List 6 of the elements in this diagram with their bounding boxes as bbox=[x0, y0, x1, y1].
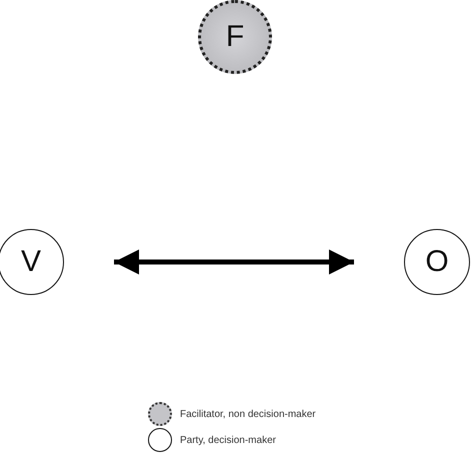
node-label: V bbox=[20, 247, 41, 277]
node-label: O bbox=[425, 247, 449, 277]
legend-label: Party, decision-maker bbox=[180, 434, 276, 446]
double-arrow bbox=[114, 250, 354, 274]
node-label: F bbox=[226, 22, 244, 52]
legend-label: Facilitator, non decision-maker bbox=[180, 408, 316, 420]
